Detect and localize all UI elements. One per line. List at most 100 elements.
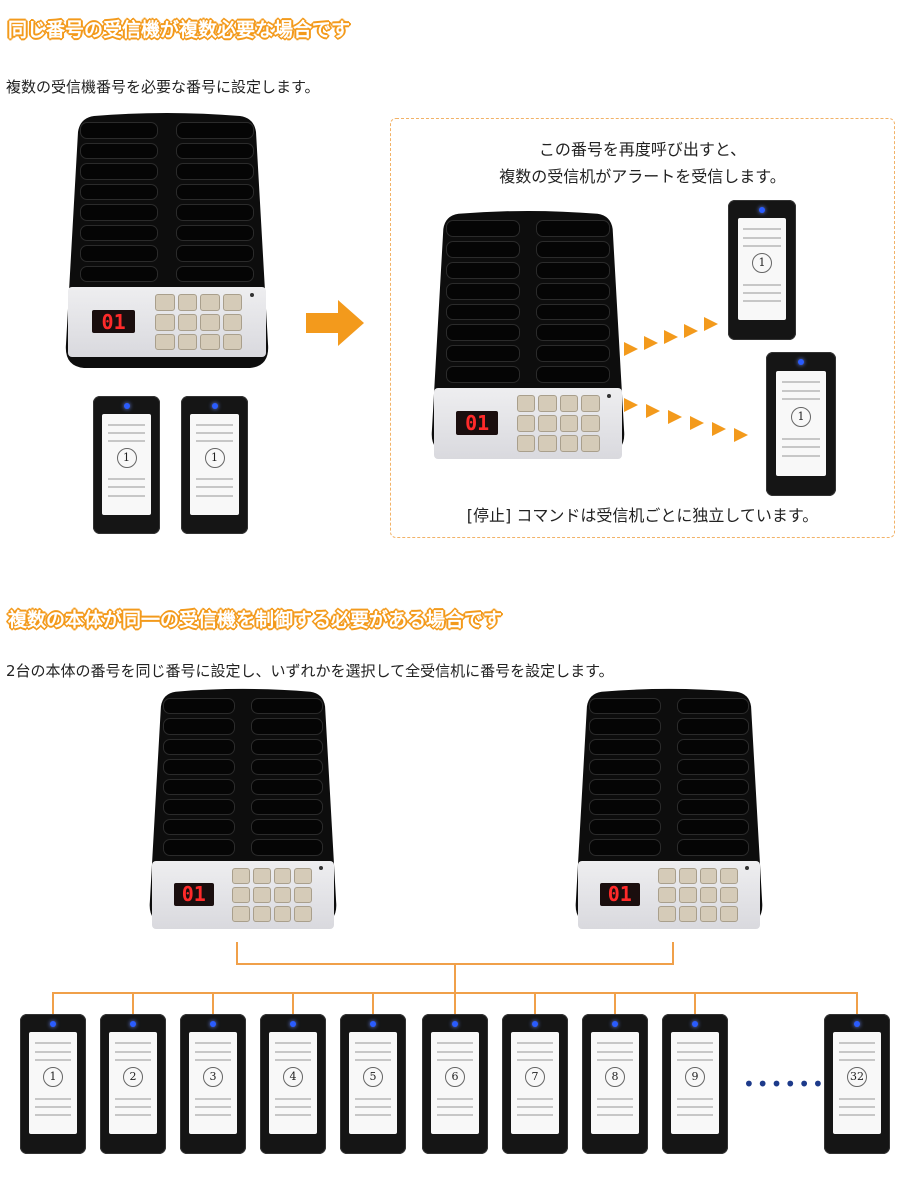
- pager-number: 8: [605, 1067, 625, 1088]
- pager-card: 2: [109, 1032, 157, 1135]
- pager-card: 1: [190, 413, 239, 515]
- pager-number: 1: [116, 448, 137, 469]
- pager: 2: [100, 1014, 166, 1154]
- keypad: [155, 294, 243, 351]
- pager-number: 6: [445, 1067, 465, 1088]
- pager-light-icon: [123, 402, 130, 409]
- pager-light-icon: [452, 1021, 458, 1027]
- signal-arrow-icon: [712, 422, 726, 436]
- box-footer-text: [停止] コマンドは受信机ごとに独立しています。: [466, 506, 819, 525]
- connector-drop: [372, 992, 374, 1014]
- pager-light-icon: [532, 1021, 538, 1027]
- pager-number: 9: [685, 1067, 705, 1088]
- base-station-b: 01: [574, 688, 764, 942]
- pager-number: 2: [123, 1067, 143, 1088]
- section2-description: 2台の本体の番号を同じ番号に設定し、いずれかを選択して全受信机に番号を設定します…: [6, 662, 614, 680]
- pager-number: 1: [204, 448, 225, 469]
- pager-card: 1: [737, 218, 787, 321]
- indicator-dot: [606, 393, 611, 398]
- pager-card: 4: [269, 1032, 317, 1135]
- connector-line: [236, 942, 238, 964]
- pager-card: 8: [591, 1032, 639, 1135]
- led-display: 01: [173, 882, 214, 906]
- section1-heading: 同じ番号の受信機が複数必要な場合です: [8, 19, 351, 41]
- arrow-right-icon: [306, 300, 364, 346]
- signal-arrow-icon: [664, 330, 678, 344]
- ellipsis-dots: ••••••: [743, 1072, 826, 1096]
- keypad: [232, 867, 313, 923]
- pager: 5: [340, 1014, 406, 1154]
- pager-card: 9: [671, 1032, 719, 1135]
- indicator-dot: [319, 866, 324, 871]
- pager: 1: [181, 396, 248, 534]
- control-panel: 01: [151, 860, 335, 930]
- pager-card: 1: [29, 1032, 77, 1135]
- pager-card: 1: [102, 413, 151, 515]
- signal-arrow-icon: [646, 404, 660, 418]
- pager-card: 1: [775, 370, 827, 476]
- box-text-line1: この番号を再度呼び出すと、: [538, 140, 747, 159]
- section1-description: 複数の受信機番号を必要な番号に設定します。: [6, 78, 320, 96]
- pager-light-icon: [854, 1021, 860, 1027]
- pager: 8: [582, 1014, 648, 1154]
- pager-card: 3: [189, 1032, 237, 1135]
- signal-arrow-icon: [624, 342, 638, 356]
- pager-number: 3: [203, 1067, 223, 1088]
- charging-slots: [163, 698, 323, 856]
- pager-number: 7: [525, 1067, 545, 1088]
- explanation-box: [390, 118, 895, 538]
- pager-light-icon: [370, 1021, 376, 1027]
- connector-drop: [52, 992, 54, 1014]
- pager-light-icon: [210, 1021, 216, 1027]
- connector-drop: [212, 992, 214, 1014]
- pager-light-icon: [759, 207, 765, 213]
- pager: 4: [260, 1014, 326, 1154]
- pager-light-icon: [692, 1021, 698, 1027]
- connector-drop: [132, 992, 134, 1014]
- indicator-dot: [250, 293, 255, 298]
- connector-drop: [534, 992, 536, 1014]
- pager: 1: [728, 200, 796, 340]
- control-panel: 01: [577, 860, 761, 930]
- pager-number: 1: [752, 253, 772, 274]
- control-panel: 01: [433, 388, 623, 459]
- pager: 1: [766, 352, 836, 496]
- connector-line: [454, 963, 456, 993]
- pager-light-icon: [290, 1021, 296, 1027]
- pager-light-icon: [130, 1021, 136, 1027]
- signal-arrow-icon: [734, 428, 748, 442]
- pager: 32: [824, 1014, 890, 1154]
- pager: 6: [422, 1014, 488, 1154]
- charging-slots: [80, 122, 254, 283]
- signal-arrow-icon: [684, 324, 698, 338]
- pager-number: 4: [283, 1067, 303, 1088]
- led-display: 01: [456, 410, 498, 435]
- pager-card: 32: [833, 1032, 881, 1135]
- keypad: [658, 867, 739, 923]
- pager-card: 5: [349, 1032, 397, 1135]
- base-station-box: 01: [430, 210, 626, 472]
- box-text-line2: 複数の受信机がアラートを受信します。: [499, 167, 786, 186]
- pager-light-icon: [798, 359, 804, 366]
- pager-number: 1: [43, 1067, 63, 1088]
- pager-number: 32: [847, 1067, 867, 1088]
- pager: 3: [180, 1014, 246, 1154]
- connector-drop: [292, 992, 294, 1014]
- connector-drop: [694, 992, 696, 1014]
- signal-arrow-icon: [668, 410, 682, 424]
- connector-drop: [856, 992, 858, 1014]
- pager-number: 5: [363, 1067, 383, 1088]
- connector-drop: [454, 992, 456, 1014]
- pager-light-icon: [211, 402, 218, 409]
- pager-card: 7: [511, 1032, 559, 1135]
- signal-arrow-icon: [704, 317, 718, 331]
- charging-slots: [589, 698, 749, 856]
- charging-slots: [445, 220, 611, 383]
- pager-number: 1: [791, 406, 811, 427]
- pager-light-icon: [50, 1021, 56, 1027]
- connector-line: [672, 942, 674, 964]
- signal-arrow-icon: [644, 336, 658, 350]
- pager: 7: [502, 1014, 568, 1154]
- pager: 1: [20, 1014, 86, 1154]
- signal-arrow-icon: [624, 398, 638, 412]
